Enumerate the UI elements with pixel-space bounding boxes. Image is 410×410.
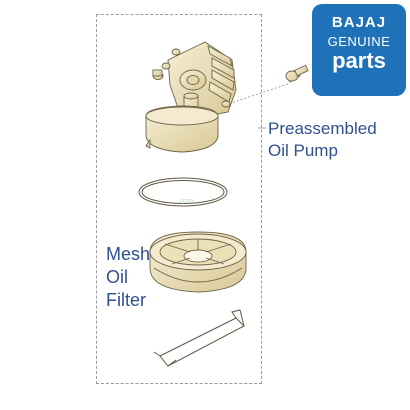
mesh-oil-filter [149,231,247,293]
filter-label-line-3: Filter [106,290,146,310]
filter-label-line-2: Oil [106,267,128,287]
badge-genuine: GENUINE [327,34,391,49]
pump-screw [285,64,309,83]
pump-label-line-1: Preassembled [268,119,377,138]
diagram-frame [96,14,262,384]
screw-leader-line [227,83,289,105]
wire-clip [153,309,245,367]
pump-label: Preassembled Oil Pump [268,118,377,162]
badge-parts: parts [332,48,386,73]
badge-brand: BAJAJ [331,14,387,31]
watermark: rpm [180,198,194,205]
oil-pump [145,41,237,153]
filter-label: Mesh Oil Filter [106,243,150,312]
o-ring [138,177,228,207]
bajaj-genuine-parts-badge: BAJAJ GENUINE parts [312,4,406,96]
filter-label-line-1: Mesh [106,244,151,264]
pump-label-line-2: Oil Pump [268,141,338,160]
